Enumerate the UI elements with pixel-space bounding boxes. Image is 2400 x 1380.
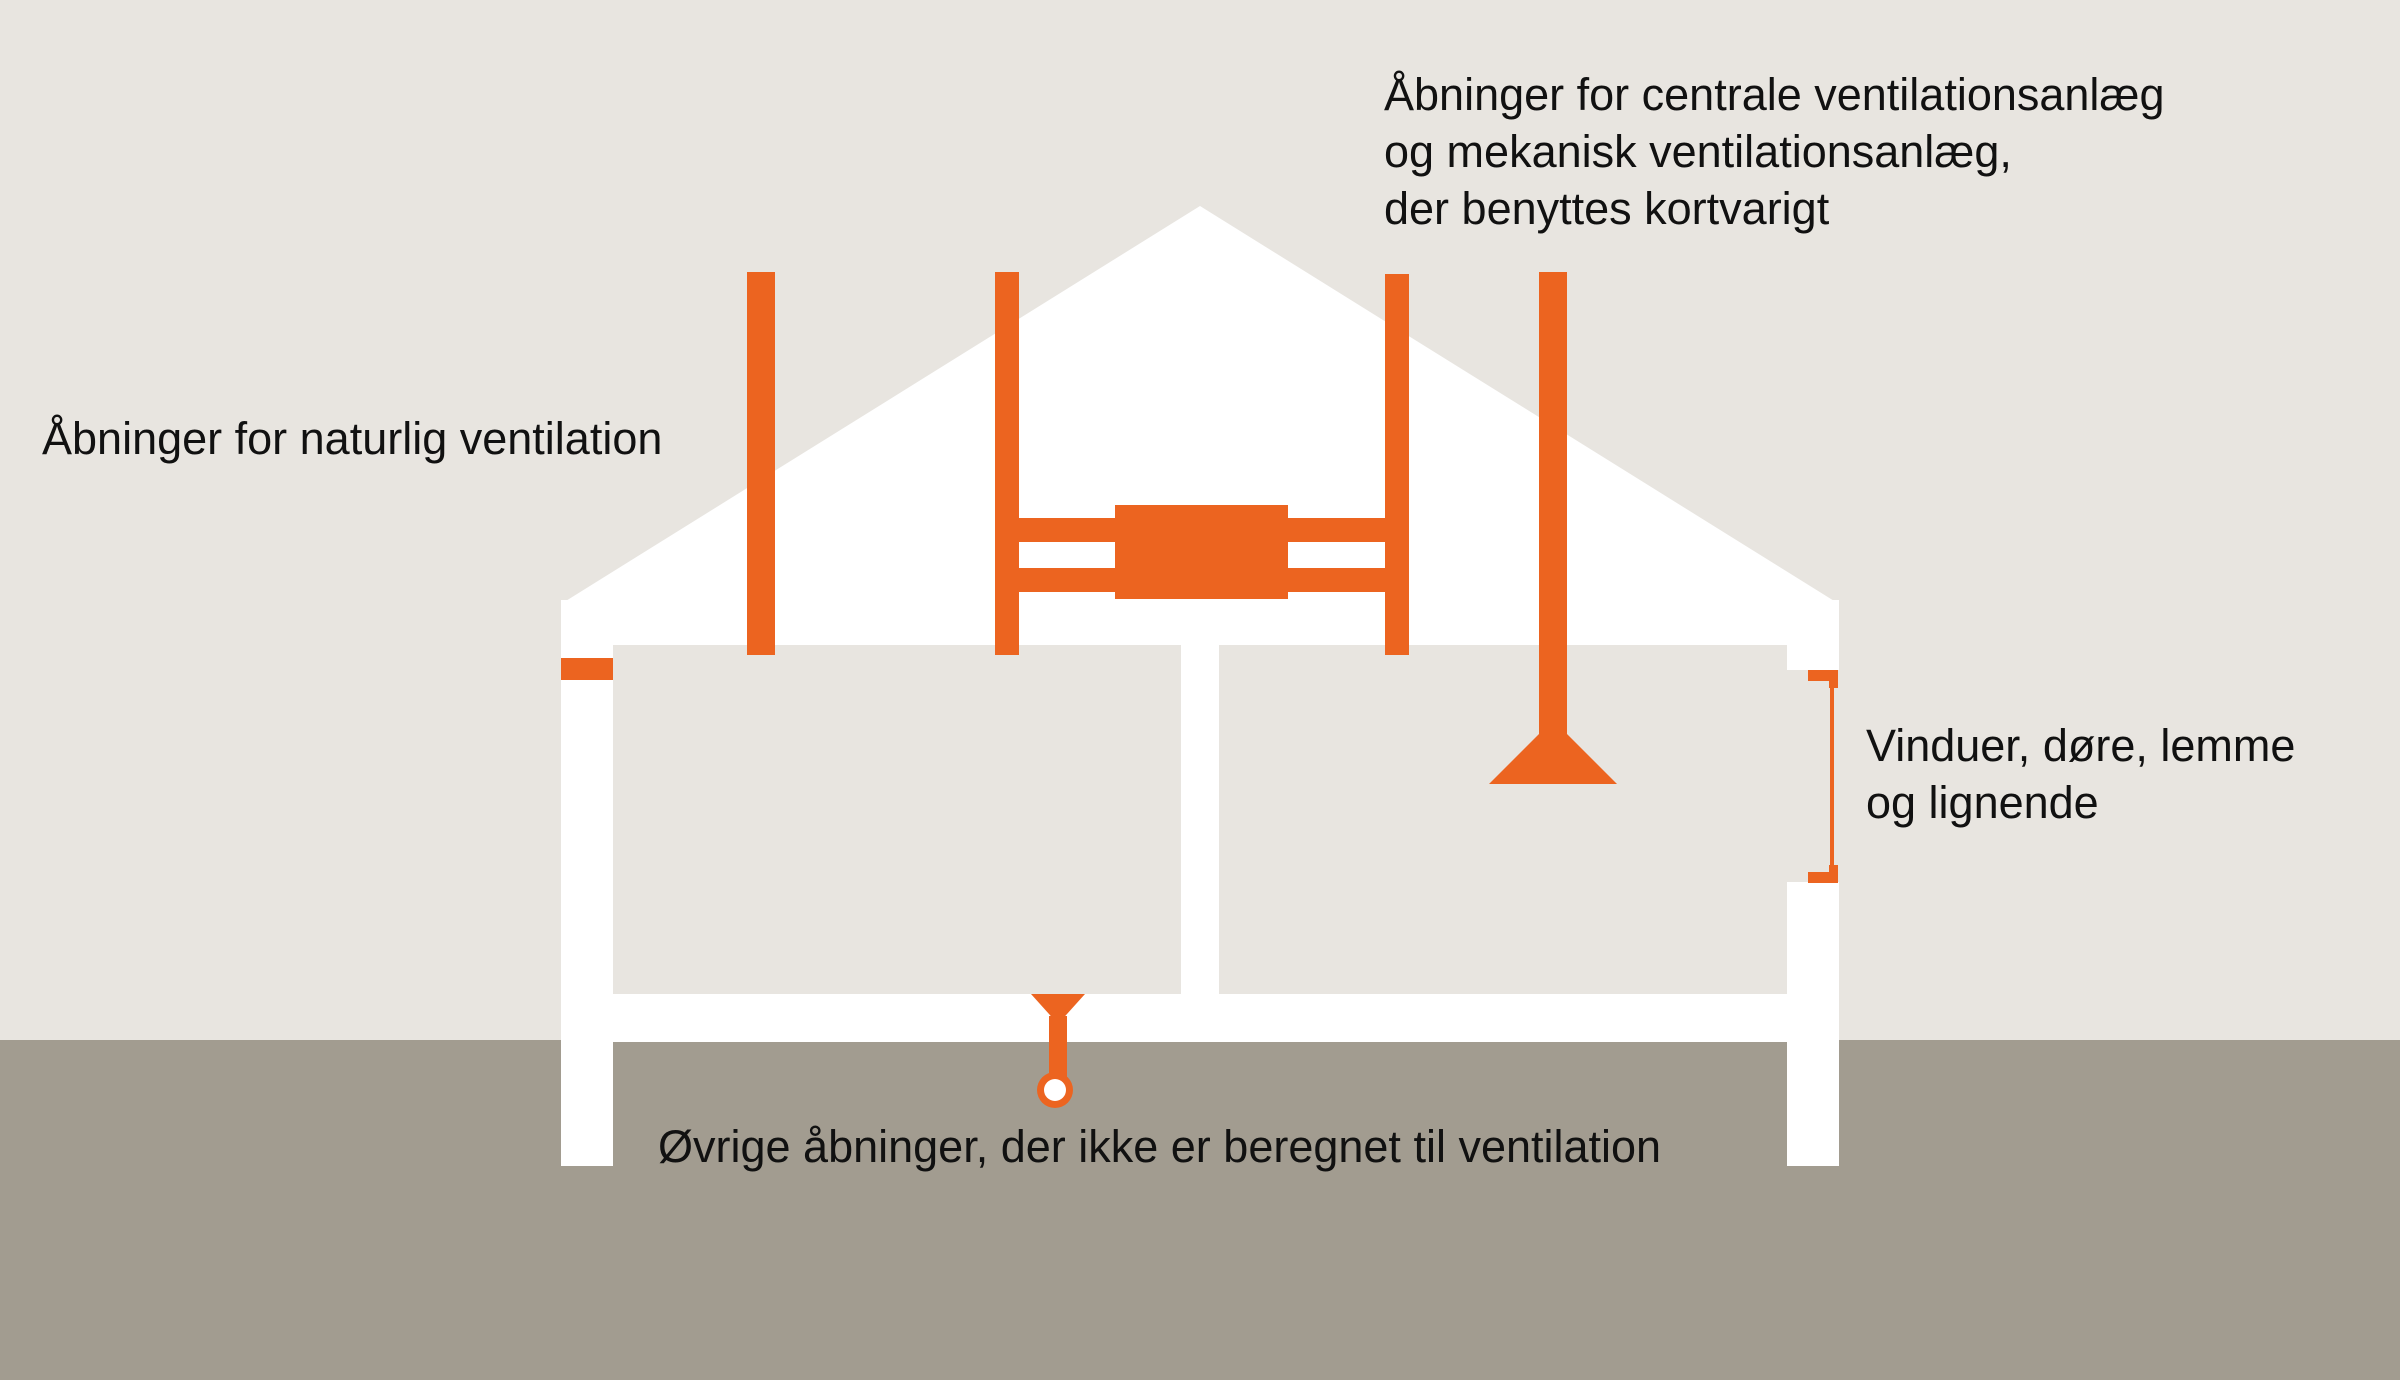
label-mechanical-line-3: der benyttes kortvarigt xyxy=(1384,183,1830,234)
ventilation-unit-icon xyxy=(995,272,1409,655)
roof xyxy=(561,206,1839,645)
left-wall xyxy=(561,600,613,1166)
room-right xyxy=(1219,645,1787,994)
label-natural-ventilation: Åbninger for naturlig ventilation xyxy=(42,413,663,464)
label-mechanical-ventilation: Åbninger for centrale ventilationsanlæg … xyxy=(1384,66,2164,237)
label-mechanical-line-2: og mekanisk ventilationsanlæg, xyxy=(1384,126,2012,177)
label-other-openings: Øvrige åbninger, der ikke er beregnet ti… xyxy=(658,1121,1662,1172)
ground xyxy=(0,1040,2400,1380)
floor-drain-icon xyxy=(1031,994,1085,1108)
label-mechanical-line-1: Åbninger for centrale ventilationsanlæg xyxy=(1384,69,2165,120)
label-windows-line-1: Vinduer, døre, lemme xyxy=(1866,720,2296,771)
interior-wall xyxy=(1181,640,1219,1000)
exhaust-hood-icon xyxy=(1489,272,1617,784)
floor-slab xyxy=(561,994,1839,1042)
window-bracket-icon xyxy=(1808,670,1838,883)
label-windows-line-2: og lignende xyxy=(1866,777,2099,828)
wall-vent-icon xyxy=(561,658,613,680)
vertical-vent-pipe-icon xyxy=(747,272,775,655)
label-windows-doors: Vinduer, døre, lemme og lignende xyxy=(1866,717,2295,831)
room-left xyxy=(613,645,1181,994)
house-shell xyxy=(561,206,1839,1166)
ventilation-elements xyxy=(561,272,1838,1108)
